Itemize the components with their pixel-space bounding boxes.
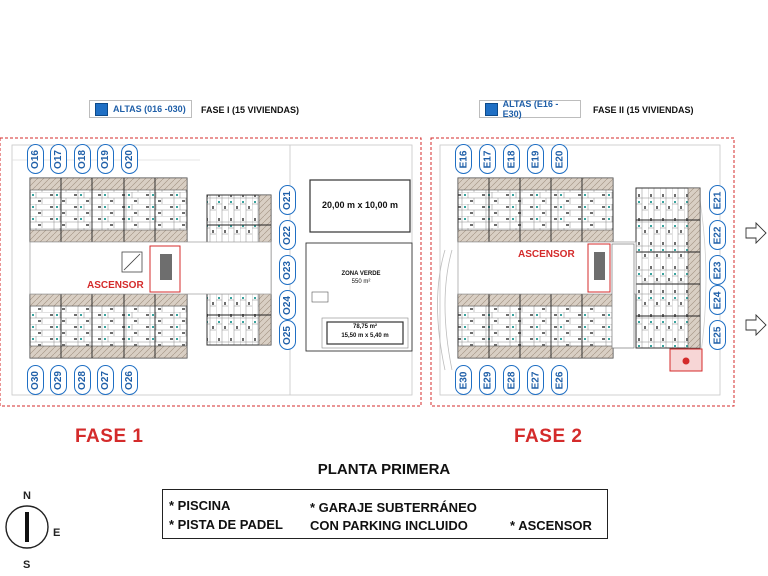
unit-marker: E16 (455, 144, 472, 174)
phase2-boundary (430, 137, 735, 407)
unit-label: E30 (458, 371, 470, 389)
unit-marker: E29 (479, 365, 496, 395)
unit-label: O30 (30, 370, 41, 390)
unit-marker: E21 (709, 185, 726, 215)
elevator-core-phase2 (587, 243, 611, 293)
legend-phase1: ALTAS (016 -030) (89, 100, 192, 118)
pool (326, 321, 404, 345)
unit-label: O27 (100, 370, 111, 390)
unit-marker: E20 (551, 144, 568, 174)
ascensor-label-phase1: ASCENSOR (87, 280, 144, 291)
unit-marker: E22 (709, 220, 726, 250)
unit-label: O20 (124, 149, 135, 169)
unit-label: O29 (53, 370, 64, 390)
unit-marker: E28 (503, 365, 520, 395)
pool-dims: 15,50 m x 5,40 m (341, 333, 389, 339)
amenity-padel: * PISTA DE PADEL (169, 517, 283, 532)
unit-label: O23 (282, 260, 293, 280)
unit-label: E22 (712, 226, 724, 244)
unit-label: E23 (712, 261, 724, 279)
compass-east: E (53, 527, 61, 539)
amenity-parking: CON PARKING INCLUIDO (310, 518, 468, 533)
unit-label: O24 (282, 295, 293, 315)
unit-marker: O28 (74, 365, 91, 395)
floor-title: PLANTA PRIMERA (317, 461, 451, 478)
legend-label: ALTAS (E16 -E30) (502, 99, 559, 119)
legend-phase2: ALTAS (E16 -E30) (479, 99, 581, 119)
phase1-boundary (0, 137, 422, 407)
phase2-title: FASE 2 (514, 426, 583, 447)
padel-court (309, 179, 411, 233)
unit-label: E28 (506, 371, 518, 389)
amenities-box: * PISCINA * PISTA DE PADEL * GARAJE SUBT… (162, 489, 608, 539)
unit-label: O25 (282, 325, 293, 345)
unit-marker: E23 (709, 255, 726, 285)
unit-marker: O21 (279, 185, 296, 215)
compass-icon (5, 505, 49, 549)
unit-marker: O25 (279, 320, 296, 350)
unit-label: E16 (458, 150, 470, 168)
legend-phase2-text: FASE II (15 VIVIENDAS) (593, 105, 694, 115)
compass-north: N (23, 490, 31, 502)
amenity-pool: * PISCINA (169, 498, 231, 513)
unit-marker: O22 (279, 220, 296, 250)
unit-marker: E19 (527, 144, 544, 174)
unit-label: E27 (530, 371, 542, 389)
arrow-right-icon (745, 313, 767, 337)
ascensor-label-phase2: ASCENSOR (518, 249, 575, 260)
unit-marker: O27 (97, 365, 114, 395)
legend-phase1-text: FASE I (15 VIVIENDAS) (201, 105, 300, 115)
phase1-title: FASE 1 (75, 426, 144, 447)
unit-label: E29 (482, 371, 494, 389)
unit-marker: O17 (50, 144, 67, 174)
unit-marker: O23 (279, 255, 296, 285)
unit-label: O26 (124, 370, 135, 390)
unit-marker: O24 (279, 290, 296, 320)
unit-marker: O30 (27, 365, 44, 395)
unit-marker: E24 (709, 285, 726, 315)
unit-label: O19 (100, 149, 111, 169)
unit-label: O16 (30, 149, 41, 169)
legend-swatch (95, 102, 108, 116)
unit-label: O22 (282, 225, 293, 245)
unit-label: E26 (554, 371, 566, 389)
unit-marker: O18 (74, 144, 91, 174)
unit-marker: O19 (97, 144, 114, 174)
unit-label: E18 (506, 150, 518, 168)
unit-marker: O16 (27, 144, 44, 174)
elevator-core-phase1 (149, 245, 181, 293)
unit-marker: E17 (479, 144, 496, 174)
padel-court-label: 20,00 m x 10,00 m (321, 200, 399, 210)
unit-marker: O26 (121, 365, 138, 395)
unit-label: E24 (712, 291, 724, 309)
green-zone-area: 550 m² (351, 279, 371, 285)
unit-label: O28 (77, 370, 88, 390)
unit-marker: E30 (455, 365, 472, 395)
legend-label: ALTAS (016 -030) (113, 104, 186, 114)
compass-south: S (23, 559, 31, 571)
unit-label: E25 (712, 326, 724, 344)
unit-label: E21 (712, 191, 724, 209)
green-zone-title: ZONA VERDE (341, 271, 381, 277)
unit-marker: O20 (121, 144, 138, 174)
unit-marker: E27 (527, 365, 544, 395)
unit-label: O17 (53, 149, 64, 169)
amenity-elevator: * ASCENSOR (510, 518, 592, 533)
unit-label: O18 (77, 149, 88, 169)
unit-marker: E26 (551, 365, 568, 395)
unit-marker: O29 (50, 365, 67, 395)
unit-marker: E25 (709, 320, 726, 350)
pool-area: 78,75 m² (352, 324, 377, 330)
unit-label: E19 (530, 150, 542, 168)
unit-marker: E18 (503, 144, 520, 174)
unit-label: E20 (554, 150, 566, 168)
unit-label: E17 (482, 150, 494, 168)
legend-swatch (485, 102, 498, 116)
unit-label: O21 (282, 190, 293, 210)
arrow-right-icon (745, 221, 767, 245)
amenity-garage: * GARAJE SUBTERRÁNEO (310, 500, 477, 515)
